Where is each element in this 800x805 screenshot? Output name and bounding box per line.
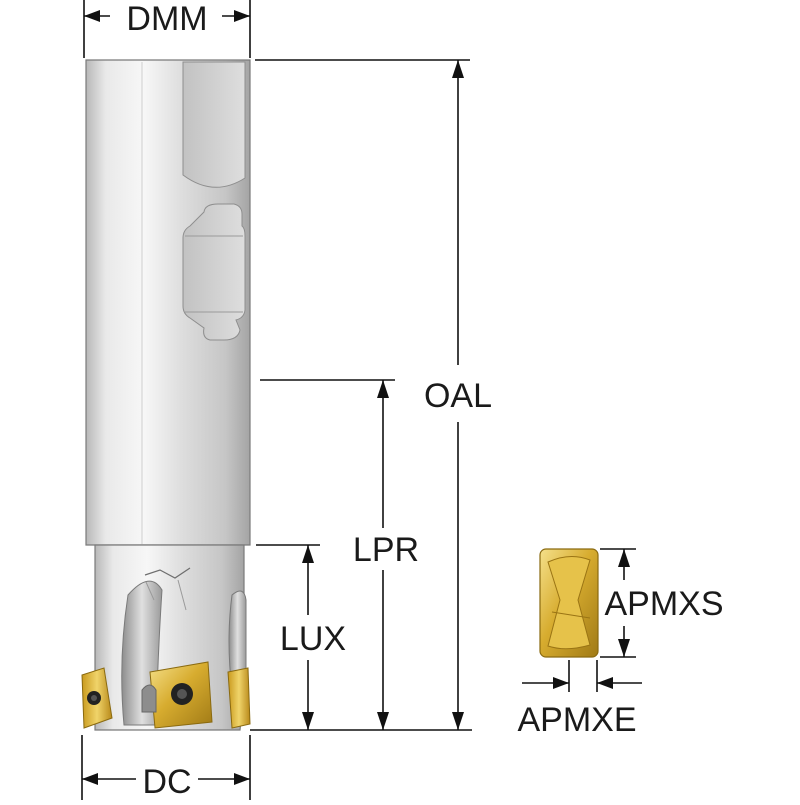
label-apmxs: APMXS [604,585,723,623]
shank-side-lock-flat [182,203,246,341]
label-lpr: LPR [353,531,419,569]
dimension-lines [81,0,642,800]
cutting-insert-left [81,667,113,729]
label-dc: DC [142,763,191,800]
label-oal: OAL [424,377,492,415]
label-dmm: DMM [126,0,207,38]
label-apmxe: APMXE [517,701,636,739]
label-lux: LUX [280,620,346,658]
cutting-insert-right [227,667,251,729]
shank-clamping-flat [182,61,246,188]
cutting-insert-center [141,661,213,729]
end-mill-tool [81,59,251,731]
insert-detail [539,548,599,658]
